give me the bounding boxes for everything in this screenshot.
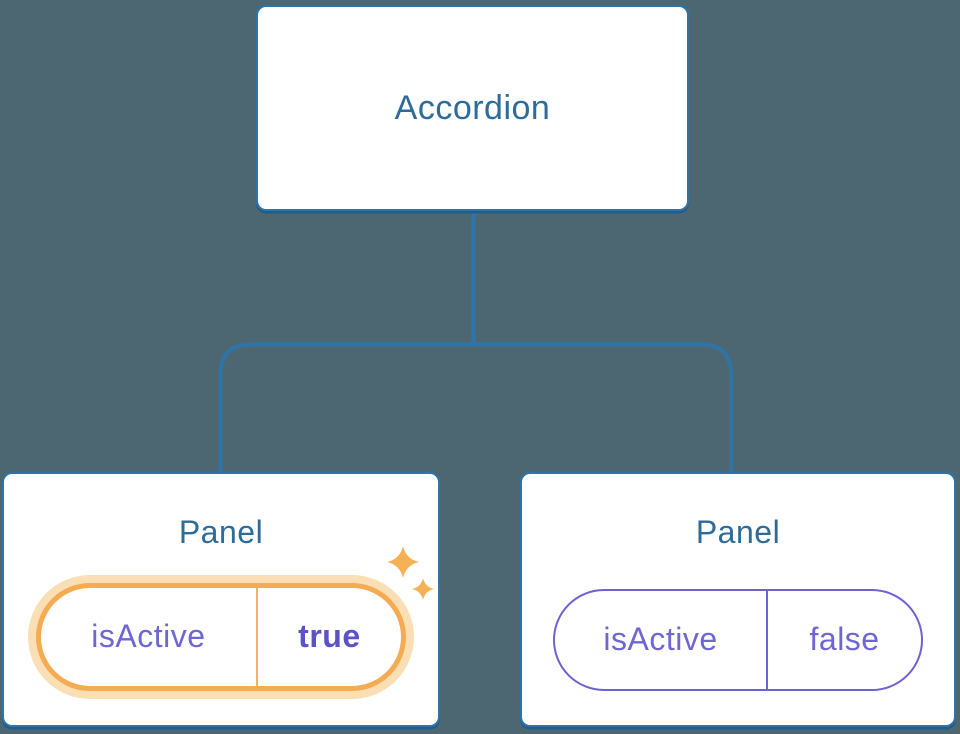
state-pill-inactive: isActive false xyxy=(553,588,923,691)
state-value-cell: false xyxy=(768,591,921,689)
state-value-label: false xyxy=(809,621,880,658)
connector-branches xyxy=(218,342,733,473)
panel-node-inactive: Panel isActive false xyxy=(520,472,956,727)
sparkle-small xyxy=(412,578,434,600)
state-name-cell: isActive xyxy=(41,587,258,686)
sparkle-large xyxy=(387,546,419,578)
panel-node-active: Panel isActive true xyxy=(2,472,440,727)
panel-title: Panel xyxy=(178,514,264,550)
accordion-node: Accordion xyxy=(256,5,689,211)
panel-title: Panel xyxy=(695,514,781,550)
state-name-cell: isActive xyxy=(555,590,769,689)
accordion-label: Accordion xyxy=(394,88,551,127)
state-name-label: isActive xyxy=(91,618,206,655)
state-name-label: isActive xyxy=(603,621,718,658)
sparkles-icon xyxy=(387,546,434,600)
state-pill-active: isActive true xyxy=(36,582,406,691)
state-value-label: true xyxy=(298,618,361,655)
state-value-cell: true xyxy=(258,588,401,686)
